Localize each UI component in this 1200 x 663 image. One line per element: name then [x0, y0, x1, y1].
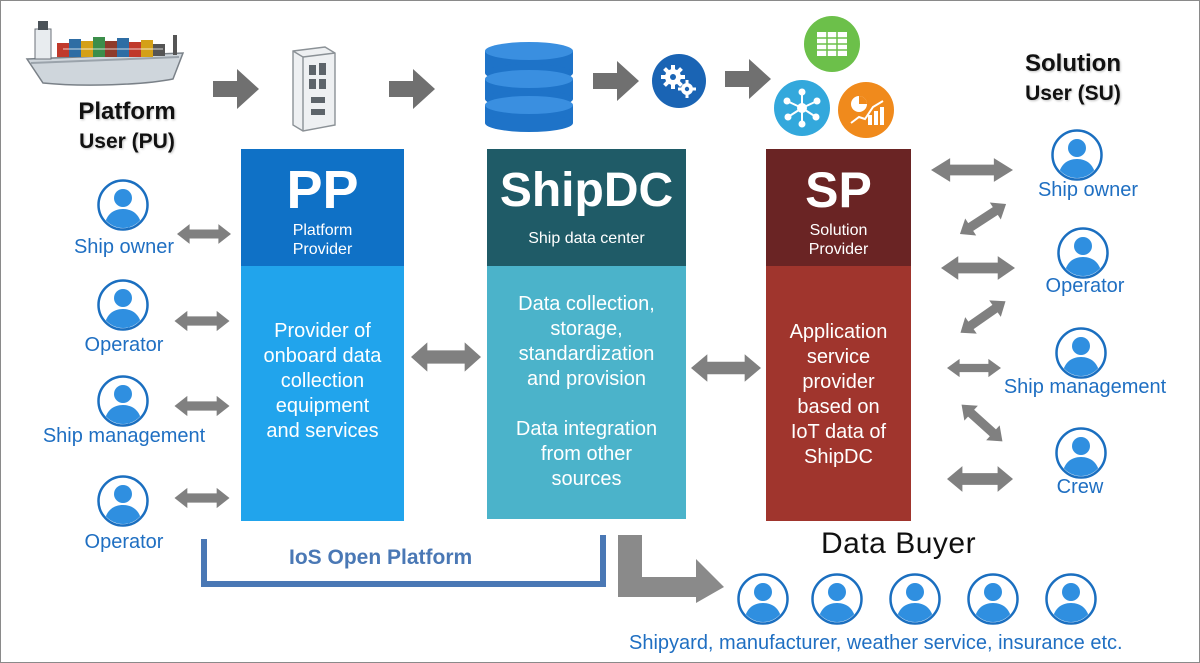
spreadsheet-icon [804, 16, 860, 72]
solution-user-title: Solution [1025, 50, 1121, 77]
shipdc-description-line: Data collection, [518, 293, 655, 315]
person-icon [97, 179, 149, 231]
platform-user-title: Platform [78, 98, 176, 125]
person-icon [1045, 573, 1097, 625]
bidirectional-arrow [173, 487, 231, 509]
person-icon [1055, 327, 1107, 379]
person-icon [97, 375, 149, 427]
data-buyer-arrow [618, 535, 724, 603]
pu-user-label: Ship management [42, 425, 206, 447]
sp-description-line: provider [802, 371, 875, 393]
sp-description-line: ShipDC [804, 446, 873, 468]
su-user-label: Crew [1056, 476, 1104, 498]
pp-header: PP Platform Provider [241, 149, 404, 266]
pu-user-label: Ship owner [73, 236, 175, 258]
person-icon [97, 475, 149, 527]
ship-icon [25, 21, 185, 86]
platform-user-subtitle: User (PU) [79, 130, 175, 153]
sp-description-line: based on [797, 396, 880, 418]
pu-user-label: Operator [84, 531, 164, 553]
sp-description-line: Application [789, 321, 888, 343]
pp-description-line: onboard data [263, 345, 382, 367]
shipdc-header: ShipDC Ship data center [487, 149, 686, 266]
network-icon [774, 80, 830, 136]
su-user-label: Operator [1045, 275, 1125, 297]
sp-description: Application service provider based on Io… [766, 266, 911, 521]
bidirectional-arrow [173, 395, 231, 417]
shipdc-description-line: sources [551, 468, 622, 490]
person-icon [1051, 129, 1103, 181]
sp-abbr: SP [805, 162, 872, 218]
pp-description-line: collection [280, 370, 365, 392]
person-icon [1055, 427, 1107, 479]
shipdc-description-line: from other [540, 443, 633, 465]
data-buyer-caption: Shipyard, manufacturer, weather service,… [629, 632, 1123, 654]
pp-description-line: and services [266, 420, 379, 442]
sp-name-line2: Provider [808, 241, 869, 258]
gateway-device-icon [292, 46, 336, 132]
bidirectional-arrow [177, 223, 231, 245]
gears-icon [652, 54, 706, 108]
shipdc-description-line: standardization [518, 343, 655, 365]
shipdc-description-line: storage, [550, 318, 623, 340]
platform-user-heading: Platform User (PU) [57, 97, 197, 157]
shipdc-name: Ship data center [528, 230, 645, 247]
person-icon [97, 279, 149, 331]
pp-name-line1: Platform [292, 222, 353, 239]
bidirectional-arrow [954, 397, 1010, 449]
pp-description: Provider of onboard data collection equi… [241, 266, 404, 521]
flow-arrow [725, 59, 771, 99]
solution-user-subtitle: User (SU) [1025, 82, 1121, 105]
flow-arrow [389, 69, 435, 109]
shipdc-description: Data collection, storage, standardizatio… [487, 266, 686, 519]
person-icon [889, 573, 941, 625]
person-icon [967, 573, 1019, 625]
bidirectional-arrow [173, 310, 231, 332]
person-icon [1057, 227, 1109, 279]
bidirectional-arrow [411, 341, 481, 373]
open-platform-bracket [201, 535, 606, 587]
shipdc-description-line: and provision [527, 368, 646, 390]
pp-description-line: Provider of [274, 320, 371, 342]
pu-user-label: Operator [84, 334, 164, 356]
sp-description-line: IoT data of [790, 421, 887, 443]
open-platform-label: IoS Open Platform [289, 546, 473, 569]
solution-user-heading: Solution User (SU) [1005, 49, 1141, 109]
bidirectional-arrow [947, 358, 1001, 378]
su-user-label: Ship owner [1037, 179, 1139, 201]
shipdc-abbr: ShipDC [499, 164, 674, 217]
pp-abbr: PP [286, 160, 359, 220]
sp-name-line1: Solution [809, 222, 868, 239]
flow-arrow [593, 61, 639, 101]
sp-header: SP Solution Provider [766, 149, 911, 266]
database-icon [485, 42, 573, 132]
flow-arrow [213, 69, 259, 109]
pp-description-line: equipment [275, 395, 370, 417]
person-icon [811, 573, 863, 625]
su-user-label: Ship management [1003, 376, 1167, 398]
shipdc-description-line: Data integration [515, 418, 658, 440]
analytics-icon [838, 82, 894, 138]
sp-description-line: service [806, 346, 871, 368]
bidirectional-arrow [691, 353, 761, 383]
data-buyer-title: Data Buyer [821, 527, 977, 560]
pp-name-line2: Provider [292, 241, 353, 258]
person-icon [737, 573, 789, 625]
